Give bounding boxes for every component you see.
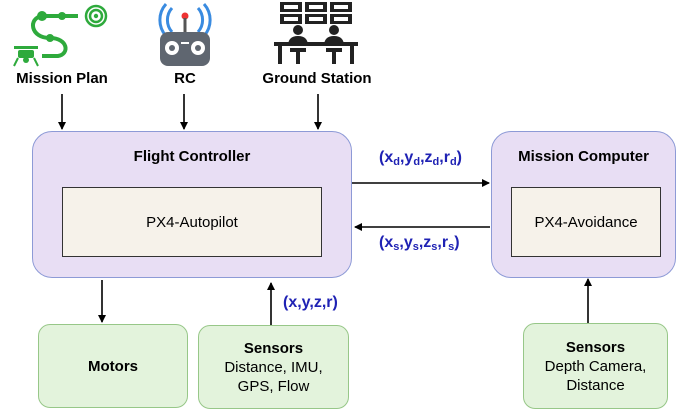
sensors-mc-box: Sensors Depth Camera, Distance: [523, 323, 668, 409]
sensors-fc-title: Sensors: [243, 339, 304, 357]
px4-autopilot-label: PX4-Autopilot: [146, 213, 238, 231]
mission-computer-title: Mission Computer: [518, 148, 649, 165]
sensors-mc-title: Sensors: [565, 338, 626, 356]
desired-setpoint-label: (xd,yd,zd,rd): [379, 149, 462, 168]
remote-control-icon: [158, 3, 212, 66]
flight-controller-title: Flight Controller: [133, 148, 251, 165]
state-estimate-label: (xs,ys,zs,rs): [379, 234, 460, 253]
motors-box: Motors: [38, 324, 188, 408]
sensor-pose-label: (x,y,z,r): [283, 294, 338, 311]
sensors-fc-line2: GPS, Flow: [237, 377, 310, 395]
sensors-mc-line2: Distance: [566, 376, 625, 394]
sensors-mc-line1: Depth Camera,: [544, 357, 647, 375]
sensors-fc-line1: Distance, IMU,: [224, 358, 323, 376]
sensors-fc-box: Sensors Distance, IMU, GPS, Flow: [198, 325, 349, 409]
label-mission-plan: Mission Plan: [16, 70, 108, 87]
px4-avoidance-box: PX4-Avoidance: [511, 187, 661, 257]
px4-autopilot-box: PX4-Autopilot: [62, 187, 322, 257]
ground-station-icon: [274, 2, 358, 64]
drone-path-icon: [13, 4, 108, 67]
motors-label: Motors: [88, 357, 138, 375]
label-rc: RC: [174, 70, 196, 87]
px4-avoidance-label: PX4-Avoidance: [534, 213, 638, 231]
label-ground-station: Ground Station: [262, 70, 372, 87]
